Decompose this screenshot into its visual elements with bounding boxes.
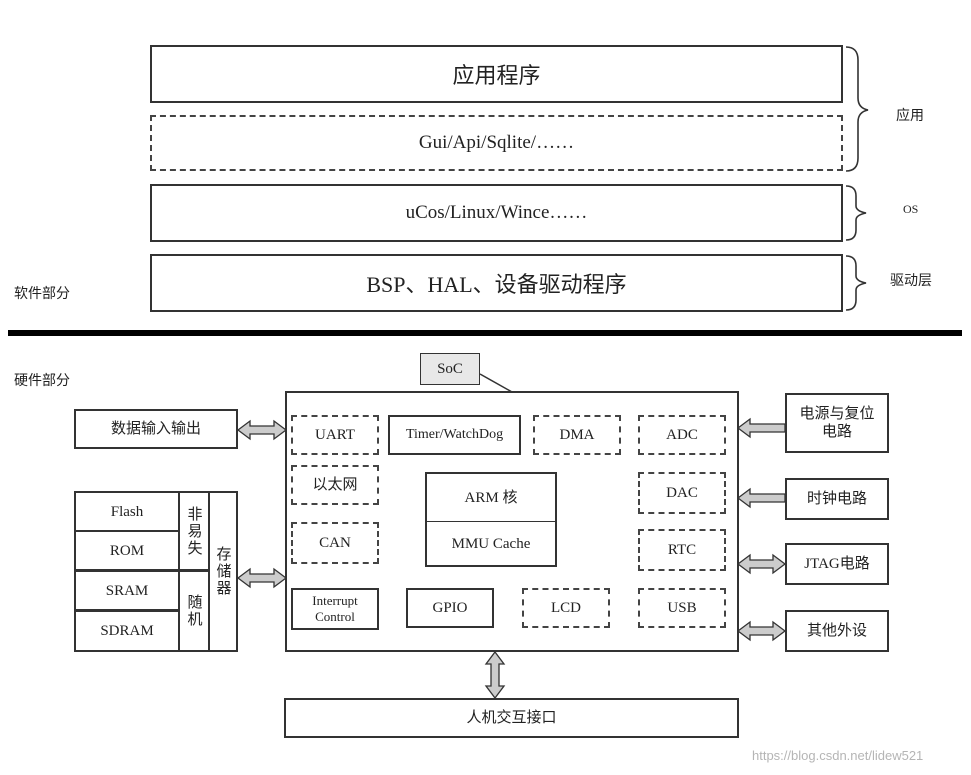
memory-sdram: SDRAM [74, 610, 180, 652]
brace-driver [845, 255, 867, 311]
hmi-box: 人机交互接口 [284, 698, 739, 738]
arrow-data-io [236, 419, 288, 441]
brace-os [845, 185, 867, 241]
clock-circuit-box: 时钟电路 [785, 478, 889, 520]
layer-os: uCos/Linux/Wince…… [150, 184, 843, 242]
module-rtc: RTC [638, 529, 726, 571]
arrow-jtag [736, 553, 787, 575]
module-arm-core: ARM 核 [425, 472, 557, 522]
software-section-label: 软件部分 [14, 287, 70, 302]
module-usb: USB [638, 588, 726, 628]
arrow-power [736, 417, 786, 439]
layer-application: 应用程序 [150, 45, 843, 103]
watermark-text: https://blog.csdn.net/lidew521 [752, 748, 924, 763]
brace-label-application: 应用 [896, 109, 924, 124]
interrupt-line-1: Interrupt [312, 592, 358, 608]
module-lcd: LCD [522, 588, 610, 628]
module-interrupt-control: Interrupt Control [291, 588, 379, 630]
other-peripheral-box: 其他外设 [785, 610, 889, 652]
random-text: 随机 [185, 594, 202, 628]
soc-callout-line [479, 373, 513, 393]
module-ethernet: 以太网 [291, 465, 379, 505]
interrupt-line-2: Control [315, 609, 355, 624]
arrow-clock [736, 487, 786, 509]
module-can: CAN [291, 522, 379, 564]
module-dac: DAC [638, 472, 726, 514]
power-reset-line-1: 电源与复位 [799, 406, 875, 422]
arrow-peripheral [736, 620, 787, 642]
layer-bsp: BSP、HAL、设备驱动程序 [150, 254, 843, 312]
storage-text: 存储器 [214, 546, 231, 597]
random-label: 随机 [178, 570, 210, 652]
layer-gui-api: Gui/Api/Sqlite/…… [150, 115, 843, 171]
arrow-storage [236, 567, 288, 589]
power-reset-line-2: 电路 [821, 424, 852, 440]
jtag-circuit-box: JTAG电路 [785, 543, 889, 585]
nonvolatile-label: 非易失 [178, 491, 210, 571]
module-dma: DMA [533, 415, 621, 455]
power-reset-box: 电源与复位 电路 [785, 393, 889, 453]
hardware-section-label: 硬件部分 [14, 374, 70, 389]
data-io-box: 数据输入输出 [74, 409, 238, 449]
module-mmu-cache: MMU Cache [425, 521, 557, 567]
module-gpio: GPIO [406, 588, 494, 628]
arrow-hmi [484, 650, 506, 700]
brace-label-os: OS [903, 202, 919, 216]
soc-label: SoC [420, 353, 480, 385]
module-timer-watchdog: Timer/WatchDog [388, 415, 521, 455]
storage-label: 存储器 [208, 491, 238, 652]
memory-rom: ROM [74, 530, 180, 571]
module-uart: UART [291, 415, 379, 455]
brace-application [845, 46, 869, 172]
module-adc: ADC [638, 415, 726, 455]
nonvolatile-text: 非易失 [185, 505, 202, 557]
memory-flash: Flash [74, 491, 180, 532]
brace-label-driver: 驱动层 [890, 274, 932, 289]
memory-sram: SRAM [74, 570, 180, 611]
